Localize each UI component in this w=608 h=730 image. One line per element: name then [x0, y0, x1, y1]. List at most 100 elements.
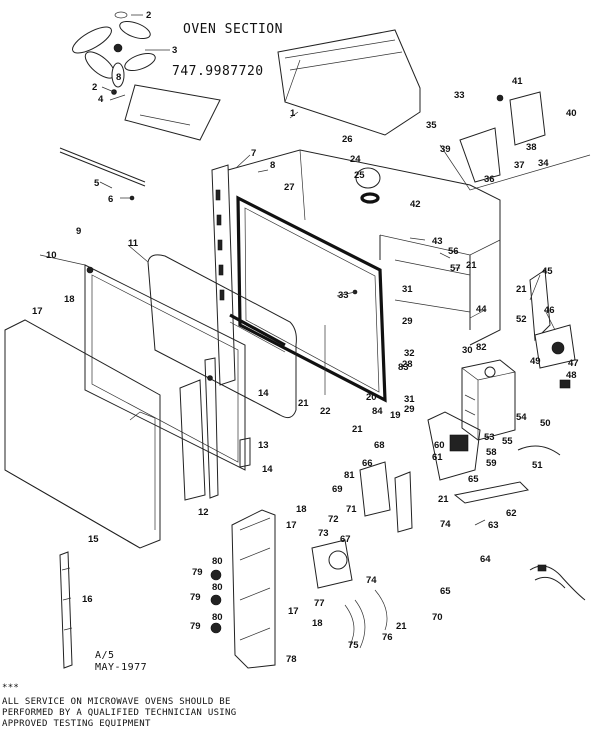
- part-callout-78: 78: [286, 654, 297, 665]
- part-door-hinge: [179, 357, 251, 501]
- part-callout-21: 21: [396, 621, 407, 632]
- part-callout-34: 34: [538, 158, 549, 169]
- part-top-cover: [277, 29, 421, 136]
- part-callout-21: 21: [466, 260, 477, 271]
- part-callout-75: 75: [348, 640, 359, 651]
- part-callout-82: 82: [476, 342, 487, 353]
- part-door-panel: [4, 319, 161, 549]
- part-callout-63: 63: [488, 520, 499, 531]
- callout-number-layer: 1223456788910111213141415161717171818181…: [32, 10, 579, 665]
- part-callout-1: 1: [290, 108, 296, 119]
- part-callout-28: 28: [402, 359, 413, 370]
- part-callout-12: 12: [198, 507, 209, 518]
- part-callout-71: 71: [346, 504, 357, 515]
- part-callout-22: 22: [320, 406, 331, 417]
- part-callout-73: 73: [318, 528, 329, 539]
- part-plug: [517, 379, 571, 456]
- part-callout-30: 30: [462, 345, 473, 356]
- part-callout-53: 53: [484, 432, 495, 443]
- part-callout-3: 3: [172, 45, 177, 56]
- part-callout-52: 52: [516, 314, 527, 325]
- part-callout-48: 48: [566, 370, 577, 381]
- part-rod: [59, 147, 146, 201]
- part-callout-20: 20: [366, 392, 377, 403]
- part-callout-6: 6: [108, 194, 113, 205]
- part-callout-24: 24: [350, 154, 361, 165]
- part-callout-25: 25: [354, 170, 365, 181]
- part-callout-14: 14: [262, 464, 273, 475]
- part-callout-39: 39: [440, 144, 451, 155]
- part-callout-47: 47: [568, 358, 579, 369]
- part-wire-harness: [529, 564, 586, 601]
- part-callout-10: 10: [46, 250, 57, 261]
- part-callout-43: 43: [432, 236, 443, 247]
- part-callout-26: 26: [342, 134, 353, 145]
- part-door-frame: [39, 254, 246, 471]
- part-callout-81: 81: [344, 470, 355, 481]
- part-callout-29: 29: [402, 316, 413, 327]
- part-callout-18: 18: [312, 618, 323, 629]
- part-control-knobs: [210, 569, 222, 634]
- part-callout-80: 80: [212, 612, 223, 623]
- footer-line-3: APPROVED TESTING EQUIPMENT: [2, 719, 151, 729]
- part-callout-15: 15: [88, 534, 99, 545]
- part-callout-62: 62: [506, 508, 517, 519]
- part-callout-49: 49: [530, 356, 541, 367]
- part-callout-27: 27: [284, 182, 295, 193]
- part-callout-59: 59: [486, 458, 497, 469]
- part-callout-2: 2: [92, 82, 97, 93]
- part-callout-2: 2: [146, 10, 151, 21]
- diagram-title: OVEN SECTION: [183, 22, 283, 37]
- part-callout-8: 8: [270, 160, 275, 171]
- part-callout-80: 80: [212, 582, 223, 593]
- part-callout-74: 74: [366, 575, 377, 586]
- leader-lines: [99, 14, 556, 526]
- part-side-flange: [211, 164, 236, 386]
- part-callout-80: 80: [212, 556, 223, 567]
- part-callout-4: 4: [98, 94, 104, 105]
- part-callout-79: 79: [190, 621, 201, 632]
- part-callout-21: 21: [516, 284, 527, 295]
- part-stirrer-motor: [529, 269, 576, 369]
- part-callout-56: 56: [448, 246, 459, 257]
- part-callout-21: 21: [298, 398, 309, 409]
- part-latch-bar: [59, 551, 73, 669]
- part-callout-36: 36: [484, 174, 495, 185]
- part-callout-60: 60: [434, 440, 445, 451]
- part-callout-17: 17: [288, 606, 299, 617]
- part-callout-31: 31: [404, 394, 415, 405]
- part-callout-17: 17: [32, 306, 43, 317]
- part-thermal-arcs: [344, 589, 388, 649]
- part-callout-69: 69: [332, 484, 343, 495]
- part-callout-42: 42: [410, 199, 421, 210]
- footer-marker: ***: [2, 683, 20, 693]
- part-callout-70: 70: [432, 612, 443, 623]
- part-callout-35: 35: [426, 120, 437, 131]
- part-callout-61: 61: [432, 452, 443, 463]
- part-thermal-fuse: [355, 167, 381, 204]
- part-door-gasket: [236, 195, 387, 403]
- part-callout-79: 79: [190, 592, 201, 603]
- part-callout-83: 83: [398, 362, 409, 373]
- part-callout-76: 76: [382, 632, 393, 643]
- part-callout-51: 51: [532, 460, 543, 471]
- part-callout-55: 55: [502, 436, 513, 447]
- part-callout-31: 31: [402, 284, 413, 295]
- part-capacitor: [427, 411, 481, 481]
- part-callout-54: 54: [516, 412, 527, 423]
- part-callout-14: 14: [258, 388, 269, 399]
- part-callout-29: 29: [404, 404, 415, 415]
- part-fan-blade: [72, 11, 156, 95]
- part-callout-13: 13: [258, 440, 269, 451]
- part-switch-assembly: [359, 461, 413, 533]
- part-callout-38: 38: [526, 142, 537, 153]
- part-control-panel: [231, 509, 276, 669]
- part-callout-57: 57: [450, 263, 461, 274]
- part-callout-84: 84: [372, 406, 383, 417]
- part-callout-64: 64: [480, 554, 491, 565]
- stamp-date: MAY-1977: [95, 662, 148, 673]
- part-callout-58: 58: [486, 447, 497, 458]
- part-callout-46: 46: [544, 305, 555, 316]
- part-callout-11: 11: [128, 238, 139, 249]
